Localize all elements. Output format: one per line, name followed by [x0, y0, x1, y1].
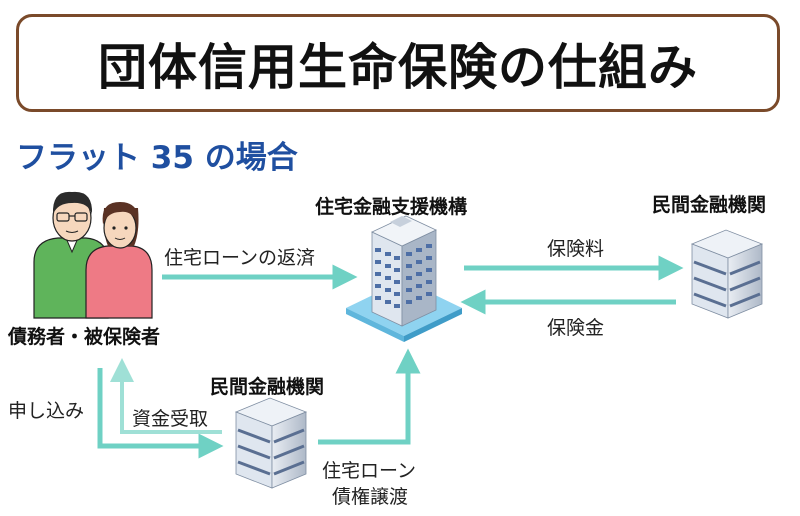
insurance-payout-label: 保険金	[547, 317, 605, 339]
lender-bottom-label: 民間金融機関	[210, 376, 325, 398]
premium-label: 保険料	[547, 238, 605, 260]
fund-receipt-arrow	[110, 358, 222, 434]
loan-transfer-label-line2: 債権譲渡	[332, 486, 409, 508]
title-box: 団体信用生命保険の仕組み	[16, 14, 780, 112]
page-title: 団体信用生命保険の仕組み	[97, 38, 698, 96]
subtitle: フラット 35 の場合	[16, 140, 298, 176]
borrower-label: 債務者・被保険者	[8, 326, 161, 348]
lender-right-label: 民間金融機関	[652, 194, 767, 216]
application-label: 申し込み	[8, 400, 85, 422]
repayment-label: 住宅ローンの返済	[164, 247, 316, 269]
agency-building-icon	[346, 215, 462, 342]
borrower-couple-icon	[33, 191, 153, 319]
lender-building-bottom-icon	[234, 397, 308, 489]
lender-building-right-icon	[690, 229, 764, 319]
agency-label: 住宅金融支援機構	[315, 196, 468, 218]
loan-transfer-label-line1: 住宅ローン	[322, 460, 417, 482]
fund-receipt-label: 資金受取	[132, 408, 209, 430]
application-arrow	[97, 368, 224, 459]
loan-transfer-arrow	[318, 348, 421, 445]
